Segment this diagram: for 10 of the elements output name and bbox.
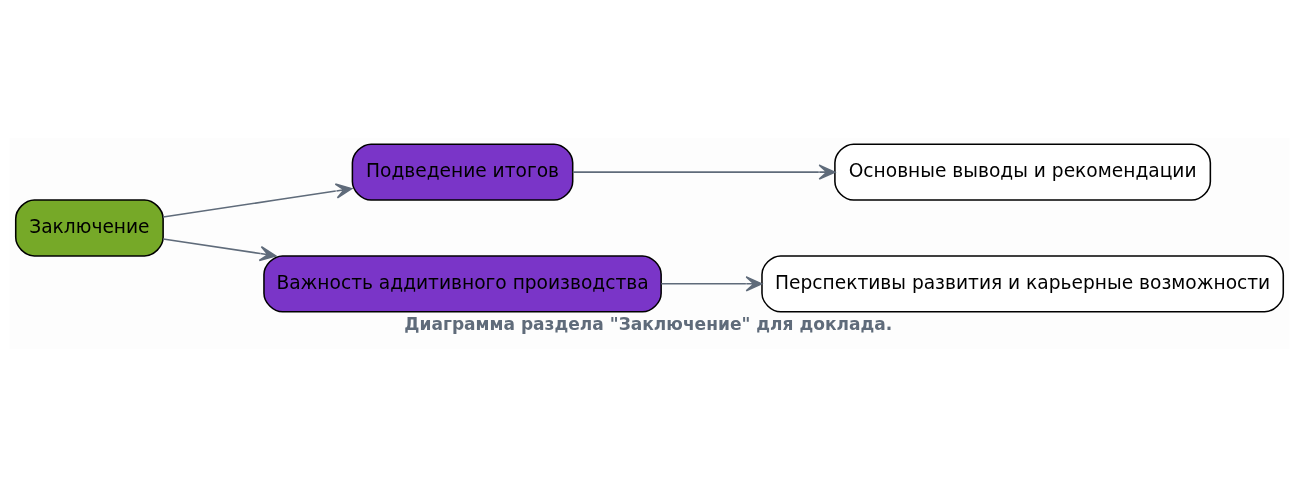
node-box: Основные выводы и рекомендации (834, 143, 1212, 201)
arrow (162, 238, 277, 262)
arrow (162, 183, 353, 218)
arrow (572, 164, 836, 180)
node-box: Заключение (14, 199, 164, 257)
node-box: Перспективы развития и карьерные возможности (761, 255, 1285, 313)
arrow (660, 276, 763, 292)
caption: Диаграмма раздела "Заключение" для доклада. (404, 314, 893, 335)
node-box: Важность аддитивного производства (263, 255, 662, 313)
node-box: Подведение итогов (351, 143, 574, 201)
